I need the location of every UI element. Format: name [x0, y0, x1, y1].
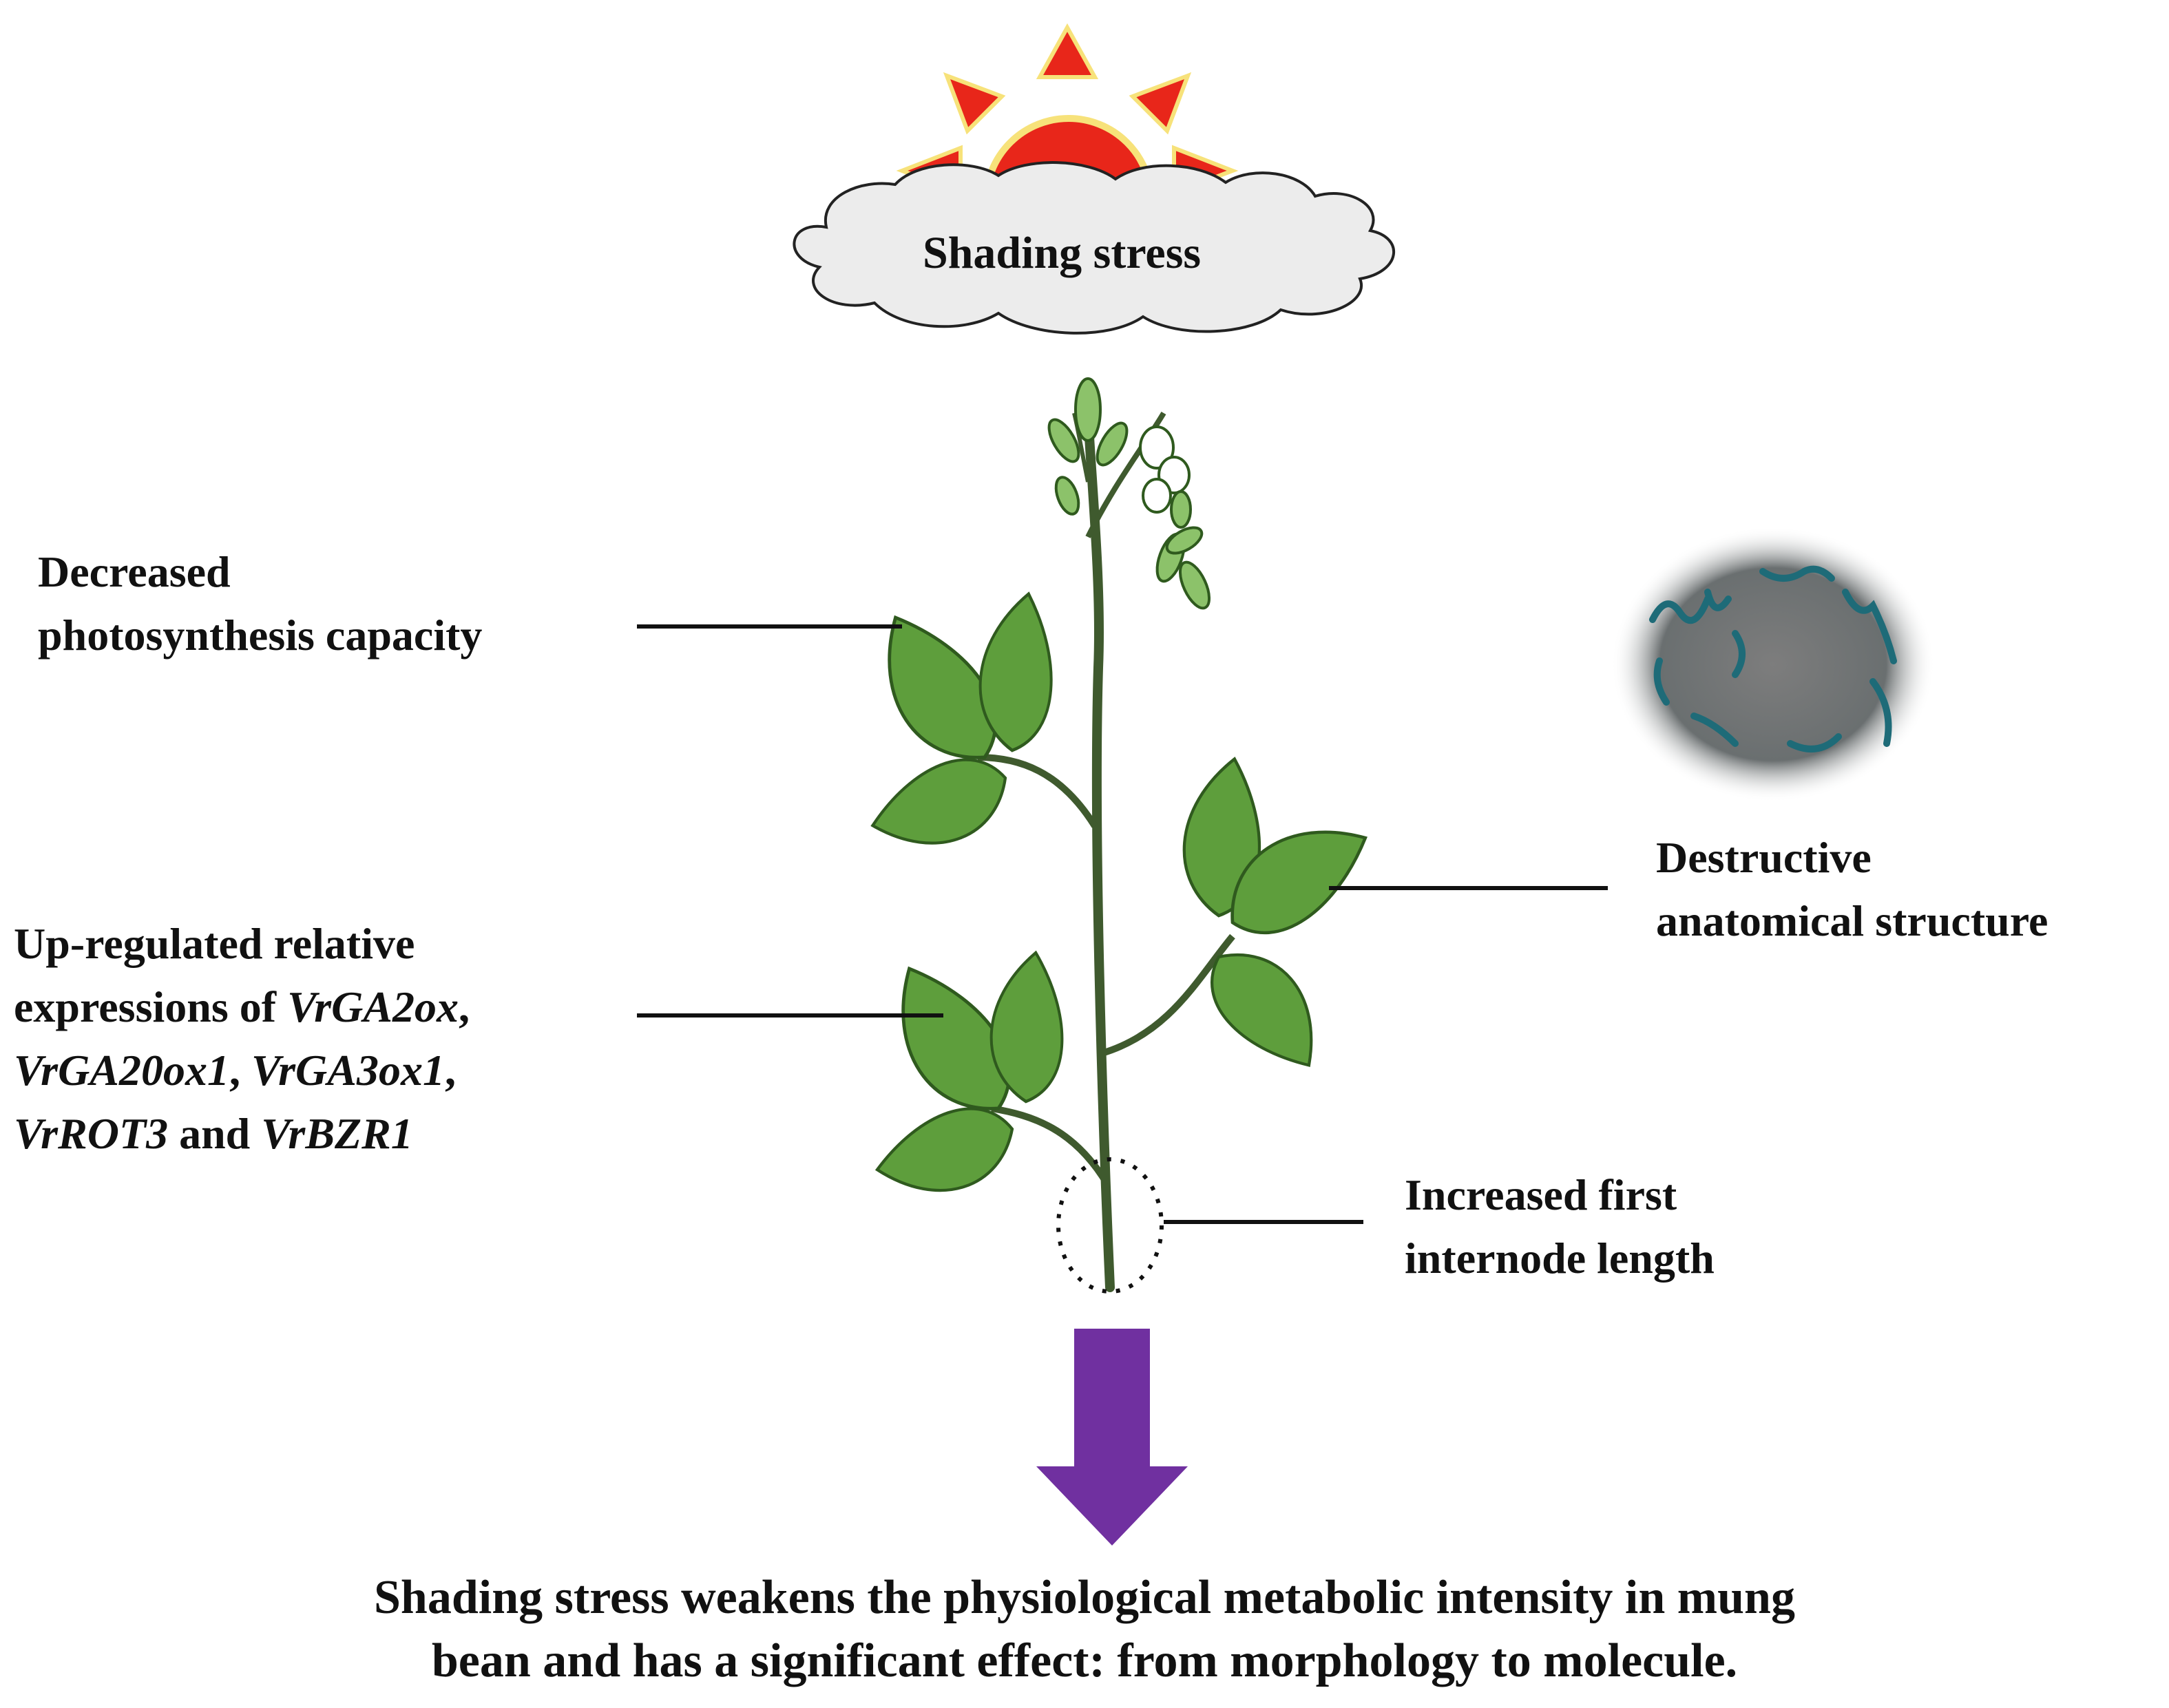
- gene-expression-label-line3: VrGA20ox1, VrGA3ox1,: [14, 1046, 456, 1095]
- gene-vrga20ox1: VrGA20ox1: [14, 1046, 229, 1095]
- leaf-cluster-upper-left: [861, 588, 1067, 859]
- gene-expression-label-line1: Up-regulated relative: [14, 919, 415, 968]
- leader-lines: [637, 624, 1608, 1224]
- stem-cross-section-image: [1611, 527, 1935, 802]
- internode-label-line1: Increased first: [1405, 1170, 1677, 1219]
- cloud-label: Shading stress: [923, 228, 1202, 278]
- cloud-shape: [793, 161, 1396, 335]
- mung-bean-plant: [861, 377, 1386, 1294]
- leaf-cluster-lower-left: [868, 947, 1074, 1204]
- conclusion-line1: Shading stress weakens the physiological…: [374, 1571, 1795, 1624]
- internode-label-line2: internode length: [1405, 1234, 1715, 1283]
- photosynthesis-label-line2: photosynthesis capacity: [38, 611, 483, 660]
- gene-vrga3ox1: VrGA3ox1: [251, 1046, 445, 1095]
- leaf-cluster-right: [1173, 753, 1386, 1089]
- conclusion-line2: bean and has a significant effect: from …: [431, 1634, 1738, 1687]
- anatomy-label-line2: anatomical structure: [1656, 896, 2048, 945]
- photosynthesis-label-line1: Decreased: [38, 547, 231, 596]
- plant-stem: [1083, 408, 1115, 1292]
- anatomy-label-line1: Destructive: [1656, 833, 1872, 882]
- gene-vrga2ox: VrGA2ox: [287, 982, 459, 1031]
- gene-vrrot3: VrROT3: [14, 1109, 169, 1158]
- gene-vrbzr1: VrBZR1: [261, 1109, 413, 1158]
- gene-expression-label-line2: expressions of VrGA2ox,: [14, 982, 470, 1031]
- internode-highlight-circle: [1056, 1157, 1164, 1294]
- down-arrow: [1036, 1329, 1188, 1546]
- gene-expression-label-line4: VrROT3 and VrBZR1: [14, 1109, 413, 1158]
- flower-buds: [1047, 377, 1211, 610]
